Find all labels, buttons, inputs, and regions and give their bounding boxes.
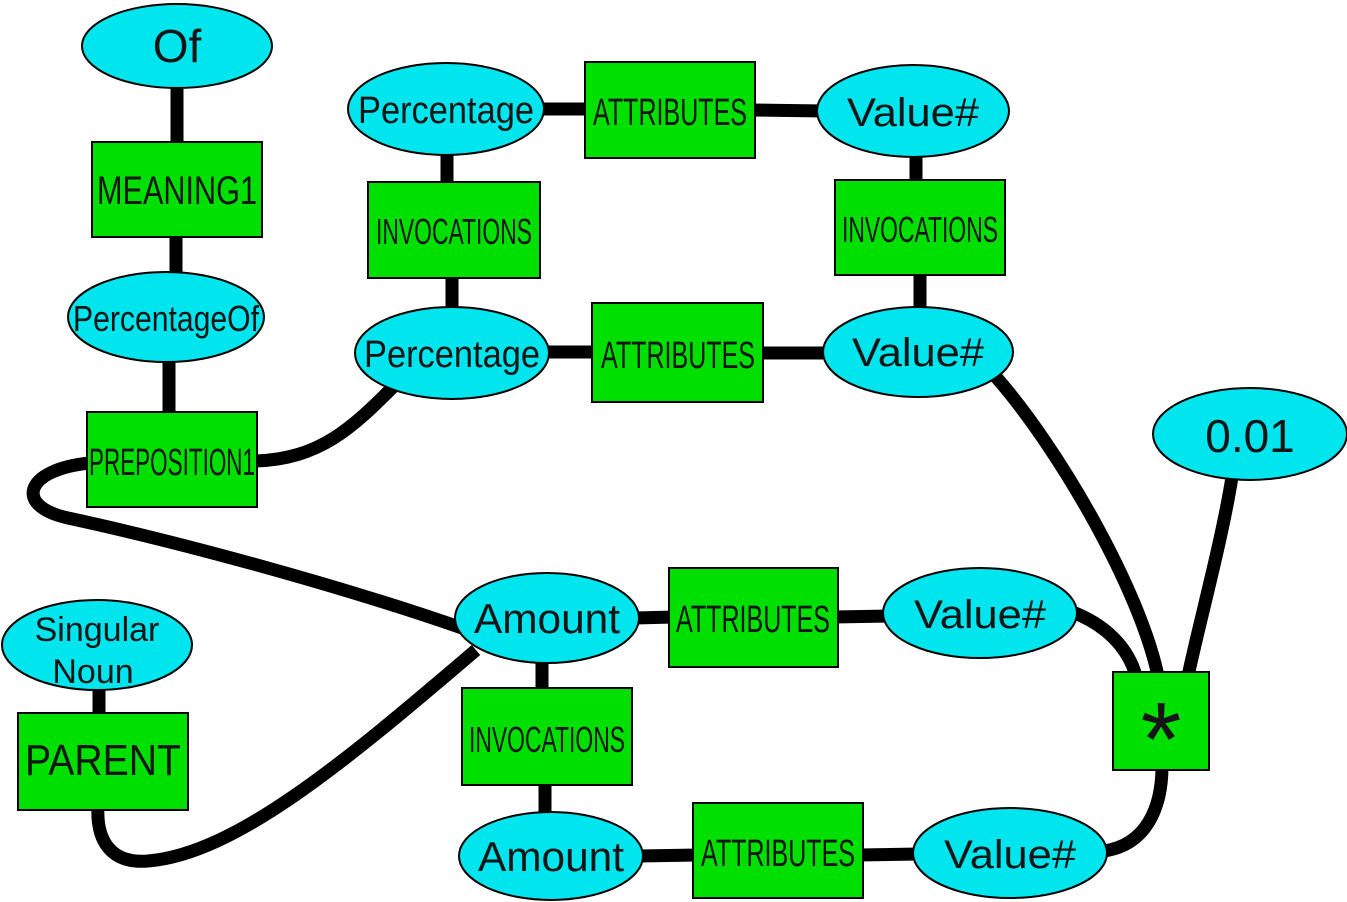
attributes-mid-label: ATTRIBUTES [601,335,755,377]
value-top-ellipse[interactable] [816,64,1010,158]
node-amount-mid[interactable]: Amount [454,572,640,664]
node-parent[interactable]: PARENT [17,712,189,811]
edge-valuemid-star [991,372,1165,678]
parent-label: PARENT [25,736,181,785]
node-value-amount[interactable]: Value# [882,567,1078,659]
singular-noun-label-line2: Noun [52,653,133,691]
node-attributes-amount[interactable]: ATTRIBUTES [668,567,839,668]
node-meaning1[interactable]: MEANING1 [91,141,263,238]
percentage-top-ellipse[interactable] [347,62,545,156]
node-invocations-left[interactable]: INVOCATIONS [367,181,541,279]
preposition1-rect[interactable] [86,411,258,508]
node-percentage-of[interactable]: PercentageOf [67,271,265,363]
edge-amountbottom-attributesbottom [638,848,699,863]
invocations-right-rect[interactable] [834,179,1006,276]
node-invocations-right[interactable]: INVOCATIONS [834,179,1006,276]
value-amount-label: Value# [914,593,1047,637]
value-mid-ellipse[interactable] [822,306,1014,398]
star-label: * [1141,681,1182,798]
edge-preposition1-amountmid [26,456,465,635]
of-label: Of [153,20,202,72]
edge-star-valuebottom [1102,765,1169,858]
attributes-amount-label: ATTRIBUTES [676,599,830,641]
edge-valueamount-star [1067,604,1143,678]
edge-attributestop-valuetop [749,103,826,118]
value-amount-ellipse[interactable] [882,567,1078,659]
singular-noun-label-line1: Singular [35,611,160,649]
node-value-bottom[interactable]: Value# [912,807,1108,899]
amount-bottom-label: Amount [478,833,624,880]
edge-parent-amountmid [91,645,481,868]
invocations-bottom-rect[interactable] [461,687,633,786]
amount-mid-ellipse[interactable] [454,572,640,664]
percentage-top-label: Percentage [358,90,534,132]
node-star[interactable]: * [1112,671,1210,798]
node-percentage-top[interactable]: Percentage [347,62,545,156]
value-bottom-ellipse[interactable] [912,807,1108,899]
invocations-left-label: INVOCATIONS [376,211,532,252]
invocations-bottom-label: INVOCATIONS [469,719,625,760]
node-value-mid[interactable]: Value# [822,306,1014,398]
edge-amountmid-attributesamount [634,610,675,625]
const-001-ellipse[interactable] [1152,387,1347,481]
node-const-001[interactable]: 0.01 [1152,387,1347,481]
attributes-top-rect[interactable] [584,61,756,159]
edge-attributesbottom-valuebottom [858,847,919,862]
invocations-left-rect[interactable] [367,181,541,279]
node-attributes-bottom[interactable]: ATTRIBUTES [692,802,864,899]
node-attributes-top[interactable]: ATTRIBUTES [584,61,756,159]
edge-const001-star [1181,475,1239,678]
value-mid-label: Value# [852,331,985,375]
node-attributes-mid[interactable]: ATTRIBUTES [591,302,764,403]
value-top-label: Value# [847,91,980,135]
node-value-top[interactable]: Value# [816,64,1010,158]
parent-rect[interactable] [17,712,189,811]
edge-attributesamount-valueamount [833,609,891,624]
value-bottom-label: Value# [944,833,1077,877]
amount-bottom-ellipse[interactable] [458,811,644,901]
attributes-top-label: ATTRIBUTES [593,92,747,134]
node-invocations-bottom[interactable]: INVOCATIONS [461,687,633,786]
percentage-of-label: PercentageOf [73,298,260,339]
edge-preposition1-percentagemid [254,381,399,468]
attributes-amount-rect[interactable] [668,567,839,668]
meaning1-label: MEANING1 [97,169,257,213]
percentage-of-ellipse[interactable] [67,271,265,363]
invocations-right-label: INVOCATIONS [842,209,998,250]
percentage-mid-label: Percentage [364,334,540,376]
node-percentage-mid[interactable]: Percentage [354,306,550,400]
node-preposition1[interactable]: PREPOSITION1 [86,411,258,508]
const-001-label: 0.01 [1205,410,1295,462]
node-singular-noun[interactable]: Singular Noun [1,599,193,691]
star-rect[interactable] [1112,671,1210,771]
of-ellipse[interactable] [81,3,273,89]
preposition1-label: PREPOSITION1 [89,442,255,484]
attributes-bottom-rect[interactable] [692,802,864,899]
node-amount-bottom[interactable]: Amount [458,811,644,901]
meaning1-rect[interactable] [91,141,263,238]
attributes-bottom-label: ATTRIBUTES [701,833,855,875]
singular-noun-ellipse[interactable] [1,599,193,691]
node-of[interactable]: Of [81,3,273,89]
percentage-mid-ellipse[interactable] [354,306,550,400]
attributes-mid-rect[interactable] [591,302,764,403]
amount-mid-label: Amount [474,595,620,642]
